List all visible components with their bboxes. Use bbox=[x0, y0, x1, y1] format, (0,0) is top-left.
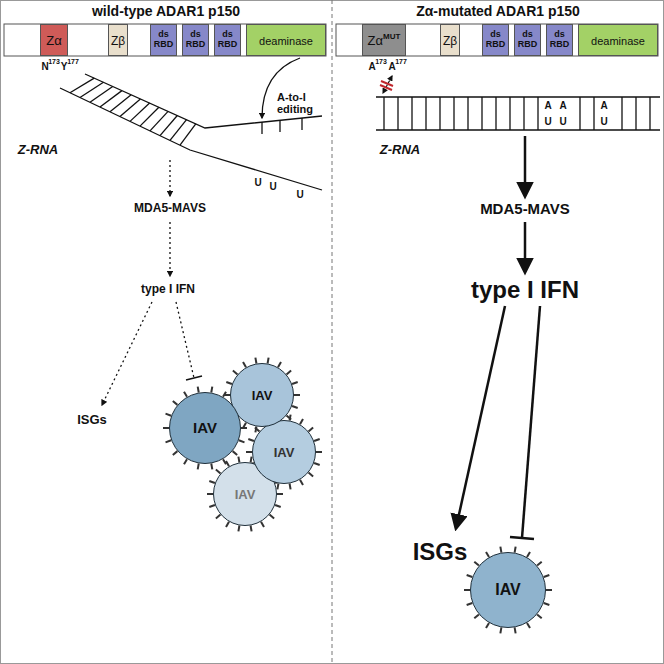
text-label: A bbox=[600, 100, 607, 111]
text-label: Z-RNA bbox=[380, 143, 420, 157]
text-wrap: deaminase bbox=[591, 31, 645, 49]
text-label: MDA5-MAVS bbox=[134, 202, 206, 215]
blocked-binding-arrow bbox=[380, 76, 393, 93]
text-label: ISGs bbox=[413, 539, 468, 565]
text-wrap: ds RBD bbox=[515, 30, 540, 50]
text-label: U bbox=[600, 116, 607, 127]
dsrbd-domain: ds RBD bbox=[214, 24, 241, 56]
text-label: A bbox=[559, 100, 566, 111]
text-label: wild-type ADAR1 p150 bbox=[92, 4, 240, 19]
node-label: Zα bbox=[46, 33, 61, 48]
text-label: A bbox=[388, 61, 395, 72]
text-wrap: ds RBD bbox=[547, 30, 572, 50]
text-wrap: Zβ bbox=[111, 31, 125, 49]
node-label: IAV bbox=[235, 487, 256, 502]
text-label: type I IFN bbox=[141, 283, 195, 296]
deaminase-domain: deaminase bbox=[246, 24, 326, 56]
z-beta-domain: Zβ bbox=[440, 24, 460, 56]
node-label: ds RBD bbox=[483, 30, 508, 50]
dsrbd-domain: ds RBD bbox=[546, 24, 573, 56]
text-label: U bbox=[254, 177, 261, 188]
pathway-arrows bbox=[102, 160, 194, 405]
node-label: Zα bbox=[368, 33, 383, 48]
z-alpha-domain: Zα bbox=[40, 24, 68, 56]
node-label: Zβ bbox=[443, 34, 457, 48]
protein-bar bbox=[336, 24, 658, 56]
deaminase-domain: deaminase bbox=[578, 24, 658, 56]
panel-divider bbox=[332, 0, 333, 664]
text-wrap: IAV bbox=[235, 485, 256, 503]
node-label: deaminase bbox=[591, 35, 645, 47]
text-wrap: IAV bbox=[252, 386, 273, 404]
pathway-arrows bbox=[456, 136, 540, 538]
text-label: Y bbox=[61, 61, 68, 72]
node-label: ds RBD bbox=[547, 30, 572, 50]
text-wrap: ds RBD bbox=[183, 30, 208, 50]
z-alpha-mutant-domain: ZαMUT bbox=[362, 24, 406, 56]
text-label: 173 bbox=[375, 58, 387, 66]
node-label: ds RBD bbox=[183, 30, 208, 50]
text-wrap: ds RBD bbox=[483, 30, 508, 50]
text-label: U bbox=[544, 116, 551, 127]
node-label: ds RBD bbox=[515, 30, 540, 50]
inhibition-bar bbox=[186, 376, 202, 380]
text-label: 177 bbox=[395, 58, 407, 66]
virus-particle: IAV bbox=[470, 552, 546, 628]
text-wrap: ZαMUT bbox=[368, 31, 401, 49]
text-wrap: Zβ bbox=[443, 31, 457, 49]
node-label: IAV bbox=[252, 388, 273, 403]
text-label: U bbox=[296, 189, 303, 200]
virus-particle: IAV bbox=[169, 392, 241, 464]
superscript-label: MUT bbox=[383, 32, 400, 41]
text-wrap: ds RBD bbox=[215, 30, 240, 50]
text-label: type I IFN bbox=[471, 277, 579, 303]
node-label: IAV bbox=[193, 419, 217, 436]
text-label: U bbox=[269, 181, 276, 192]
text-label: A bbox=[544, 100, 551, 111]
dsrbd-domain: ds RBD bbox=[150, 24, 177, 56]
virus-particle: IAV bbox=[252, 420, 316, 484]
text-label: A-to-I editing bbox=[277, 91, 329, 115]
text-wrap: deaminase bbox=[259, 31, 313, 49]
text-wrap: IAV bbox=[495, 581, 520, 599]
dsrbd-domain: ds RBD bbox=[182, 24, 209, 56]
text-wrap: IAV bbox=[274, 443, 295, 461]
dsrbd-domain: ds RBD bbox=[514, 24, 541, 56]
inhibition-bar bbox=[510, 537, 534, 539]
node-label: ds RBD bbox=[215, 30, 240, 50]
text-wrap: IAV bbox=[193, 419, 217, 437]
text-label: U bbox=[559, 116, 566, 127]
text-label: A bbox=[368, 61, 375, 72]
text-label: Zα-mutated ADAR1 p150 bbox=[416, 4, 580, 19]
node-label: deaminase bbox=[259, 35, 313, 47]
node-label: IAV bbox=[274, 445, 295, 460]
node-label: IAV bbox=[495, 581, 520, 598]
dsrbd-domain: ds RBD bbox=[482, 24, 509, 56]
text-label: N bbox=[41, 61, 48, 72]
protein-bar bbox=[4, 24, 326, 56]
text-label: MDA5-MAVS bbox=[480, 201, 570, 218]
text-wrap: ds RBD bbox=[151, 30, 176, 50]
z-beta-domain: Zβ bbox=[108, 24, 128, 56]
node-label: Zβ bbox=[111, 34, 125, 48]
text-wrap: Zα bbox=[46, 31, 61, 49]
text-label: 177 bbox=[67, 58, 79, 66]
z-rna-strands bbox=[376, 97, 660, 130]
text-label: Z-RNA bbox=[18, 143, 58, 157]
node-label: ds RBD bbox=[151, 30, 176, 50]
text-label: ISGs bbox=[77, 413, 107, 427]
text-label: 173 bbox=[48, 58, 60, 66]
